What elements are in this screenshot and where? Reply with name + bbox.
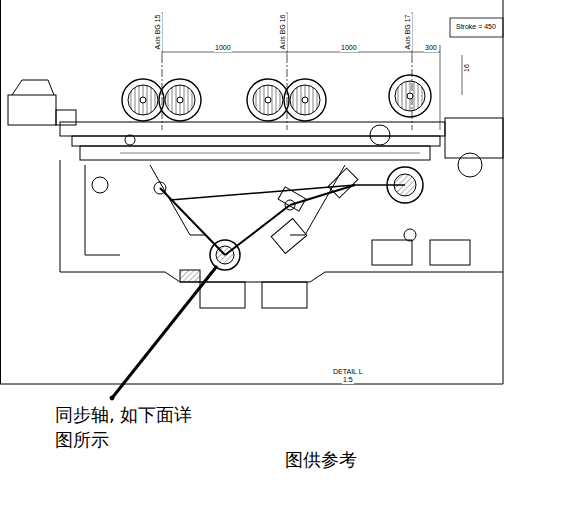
detail-title: DETAIL L bbox=[332, 368, 364, 376]
dimension-text: 1000 bbox=[214, 44, 232, 52]
axis-label: Axis BG 17 bbox=[404, 13, 412, 50]
dimension-text: 16 bbox=[463, 63, 471, 73]
scale-text: 1:5 bbox=[342, 376, 354, 384]
dimension-text: 1000 bbox=[340, 44, 358, 52]
callout-note: 同步轴, 如下面详图所示 bbox=[55, 402, 205, 452]
stroke-note: Stroke = 450 bbox=[455, 23, 497, 31]
dimension-text: 300 bbox=[424, 44, 438, 52]
reference-note: 图供参考 bbox=[285, 447, 357, 472]
axis-label: Axis BG 16 bbox=[279, 13, 287, 50]
axis-label: Axis BG 15 bbox=[154, 13, 162, 50]
